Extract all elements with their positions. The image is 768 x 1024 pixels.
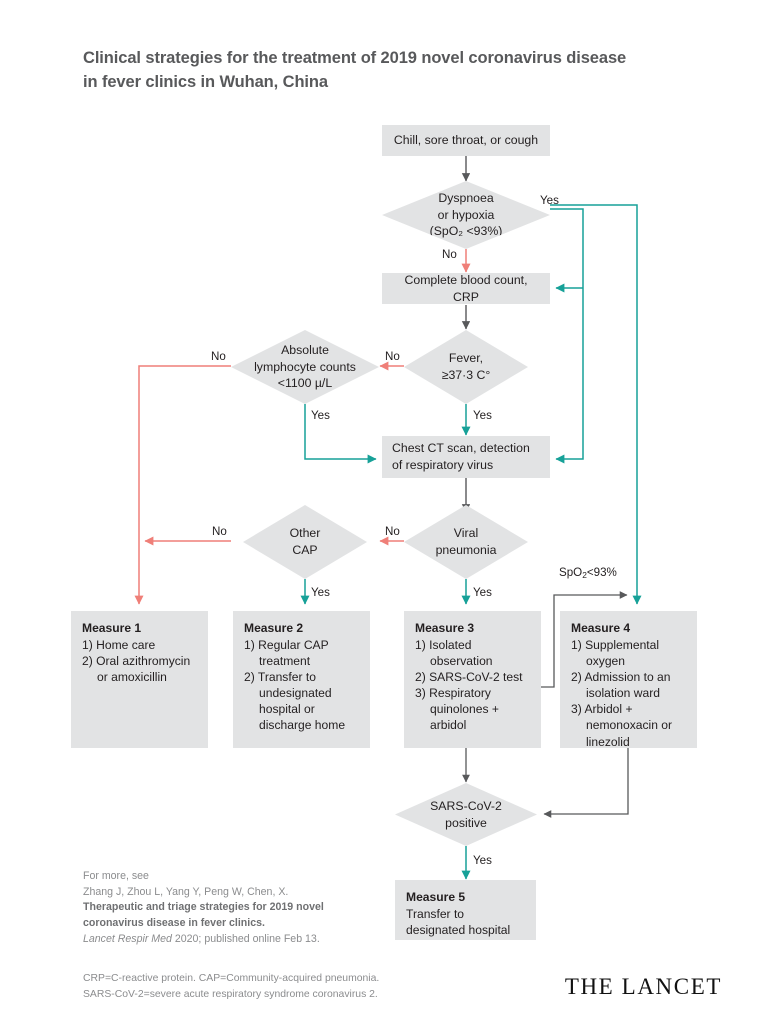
node-cap-line-1: Other <box>289 526 321 541</box>
measure-4-item: 3) Arbidol + nemonoxacin or linezolid <box>571 702 673 749</box>
citation-journal: Lancet Respir Med <box>83 932 172 945</box>
edge-label-fever-no: No <box>385 350 400 363</box>
measure-5-list: Transfer to designated hospital <box>406 906 526 938</box>
measure-2-item: 2) Transfer to undesignated hospital or … <box>244 670 346 733</box>
node-lymphocyte-line-3: <1100 µ/L <box>277 376 333 391</box>
measure-2-item: 1) Regular CAP treatment <box>244 638 329 669</box>
edge-label-viral-yes: Yes <box>473 586 492 599</box>
measure-1-box[interactable]: Measure 1 1) Home care 2) Oral azithromy… <box>71 611 208 748</box>
measure-5-item: Transfer to designated hospital <box>406 907 511 938</box>
citation-for-more: For more, see <box>83 870 149 882</box>
measure-4-box[interactable]: Measure 4 1) Supplemental oxygen 2) Admi… <box>560 611 697 750</box>
measure-1-list: 1) Home care 2) Oral azithromycin or amo… <box>82 637 198 685</box>
node-dyspnoea-line-3: (SpO₂ <93%) <box>429 224 503 239</box>
edge-label-dyspnoea-yes: Yes <box>540 194 559 207</box>
node-fever-line-1: Fever, <box>448 351 484 366</box>
citation-block: For more, see Zhang J, Zhou L, Yang Y, P… <box>83 869 413 947</box>
node-lymphocyte-line-2: lymphocyte counts <box>254 359 356 374</box>
node-dyspnoea-line-2: or hypoxia <box>437 207 495 222</box>
spo2-rest: <93% <box>586 566 617 579</box>
node-viral-line-1: Viral <box>453 526 479 541</box>
spo2-text: SpO <box>559 566 583 579</box>
node-fever-line-2: ≥37·3 C° <box>441 368 491 382</box>
measure-3-title: Measure 3 <box>415 621 475 635</box>
node-cbc-label: Complete blood count, CRP <box>404 272 528 304</box>
node-cap-line-2: CAP <box>292 543 318 557</box>
citation-authors: Zhang J, Zhou L, Yang Y, Peng W, Chen, X… <box>83 885 289 898</box>
citation-article-title-1: Therapeutic and triage strategies for 20… <box>83 901 324 914</box>
measure-4-list: 1) Supplemental oxygen 2) Admission to a… <box>571 637 687 750</box>
measure-3-item: 1) Isolated observation <box>415 638 493 669</box>
citation-journal-rest: 2020; published online Feb 13. <box>171 932 320 945</box>
edge-label-viral-no: No <box>385 525 400 538</box>
node-sars-line-2: positive <box>445 815 487 830</box>
measure-4-title: Measure 4 <box>571 621 631 635</box>
node-lymphocyte-line-1: Absolute <box>281 343 329 358</box>
node-sars-line-1: SARS-CoV-2 <box>430 798 502 813</box>
title-line-2: in fever clinics in Wuhan, China <box>83 72 328 91</box>
measure-5-box[interactable]: Measure 5 Transfer to designated hospita… <box>395 880 536 940</box>
node-viral-line-2: pneumonia <box>435 543 497 557</box>
measure-4-item: 1) Supplemental oxygen <box>571 638 660 669</box>
node-complete-blood-count[interactable]: Complete blood count, CRP <box>382 273 550 304</box>
node-dyspnoea-line-1: Dyspnoea <box>438 191 494 206</box>
node-symptoms[interactable]: Chill, sore throat, or cough <box>382 125 550 156</box>
footnote-block: CRP=C-reactive protein. CAP=Community-ac… <box>83 971 563 1003</box>
lancet-logo: THE LANCET <box>564 974 722 999</box>
title-line-1: Clinical strategies for the treatment of… <box>83 49 627 67</box>
measure-2-list: 1) Regular CAP treatment 2) Transfer to … <box>244 637 360 733</box>
spo2-subscript: 2 <box>582 570 587 580</box>
measure-1-title: Measure 1 <box>82 621 142 635</box>
citation-article-title-2: coronavirus disease in fever clinics. <box>83 917 265 930</box>
node-ct-line-1: Chest CT scan, detection <box>392 441 530 456</box>
edge-label-spo2: SpO2<93% <box>559 566 617 580</box>
measure-2-box[interactable]: Measure 2 1) Regular CAP treatment 2) Tr… <box>233 611 370 748</box>
edge-label-cap-yes: Yes <box>311 586 330 599</box>
edge-label-lymphocyte-yes: Yes <box>311 409 330 422</box>
node-chest-ct[interactable]: Chest CT scan, detection of respiratory … <box>382 436 550 478</box>
measure-3-item: 3) Respiratory quinolones + arbidol <box>415 686 499 733</box>
page-title: Clinical strategies for the treatment of… <box>83 47 703 95</box>
measure-1-item: 1) Home care <box>82 638 156 653</box>
node-symptoms-label: Chill, sore throat, or cough <box>393 133 539 148</box>
measure-5-title: Measure 5 <box>406 890 466 904</box>
node-ct-line-2: of respiratory virus <box>392 458 494 472</box>
edge-label-sars-yes: Yes <box>473 854 492 867</box>
footnote-line-1: CRP=C-reactive protein. CAP=Community-ac… <box>83 973 380 984</box>
measure-1-item: 2) Oral azithromycin or amoxicillin <box>82 654 191 685</box>
measure-3-box[interactable]: Measure 3 1) Isolated observation 2) SAR… <box>404 611 541 748</box>
measure-3-item: 2) SARS-CoV-2 test <box>415 670 523 685</box>
measure-2-title: Measure 2 <box>244 621 304 635</box>
measure-4-item: 2) Admission to an isolation ward <box>571 670 671 701</box>
edge-label-lymphocyte-no: No <box>211 350 226 363</box>
edge-label-dyspnoea-no: No <box>442 248 457 261</box>
edge-label-fever-yes: Yes <box>473 409 492 422</box>
footnote-line-2: SARS-CoV-2=severe acute respiratory synd… <box>83 989 378 1001</box>
measure-3-list: 1) Isolated observation 2) SARS-CoV-2 te… <box>415 637 531 733</box>
edge-label-cap-no: No <box>212 525 227 538</box>
